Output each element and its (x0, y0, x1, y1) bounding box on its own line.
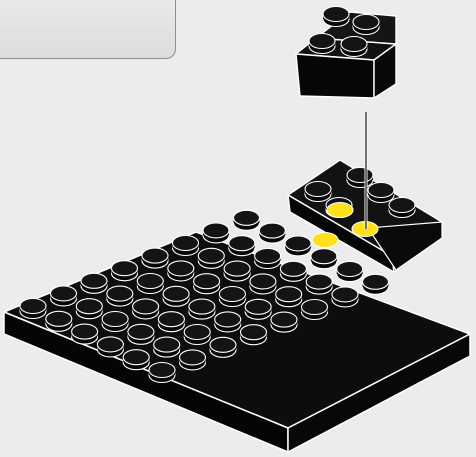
plate-stud (157, 311, 185, 333)
plate-stud (96, 336, 124, 358)
plate-stud (49, 285, 78, 307)
plate-stud (71, 323, 99, 345)
plate-stud (209, 336, 237, 358)
plate-stud (183, 323, 211, 346)
plate-stud (136, 272, 164, 295)
plate-stud (223, 260, 251, 282)
plate-stud (122, 349, 150, 371)
parts-callout: 1x (0, 0, 176, 59)
corner-brick (295, 5, 397, 99)
plate-stud (336, 260, 364, 283)
plate-stud (167, 260, 195, 282)
plate-stud (228, 235, 256, 257)
plate-stud (45, 310, 73, 332)
plate-stud (188, 298, 216, 320)
plate-stud (19, 297, 47, 320)
plate-stud (75, 298, 103, 320)
plate-stud (171, 234, 200, 257)
plate-stud (279, 260, 307, 282)
placement-marks (311, 201, 379, 249)
plate-stud (275, 286, 303, 308)
plate-stud (214, 311, 242, 333)
plate-stud (244, 298, 272, 320)
plate-stud (202, 222, 230, 244)
plate-stud (331, 286, 359, 308)
plate-stud (193, 273, 221, 295)
plate-stud (284, 235, 312, 257)
plate-stud (232, 209, 261, 231)
plate-stud (141, 247, 169, 269)
plate-stud (101, 310, 129, 333)
plate-stud (127, 323, 155, 345)
plate-stud (110, 260, 139, 282)
plate-stud (218, 285, 246, 308)
plate-stud (249, 273, 277, 295)
plate-stud (239, 324, 268, 346)
plate-stud (106, 285, 134, 307)
base-plate (3, 209, 471, 453)
plate-stud (258, 222, 286, 244)
plate-stud (361, 273, 390, 295)
plate-stud (254, 247, 282, 270)
plate-stud (148, 361, 176, 384)
plate-stud (305, 273, 333, 295)
plate-stud (153, 336, 181, 358)
plate-stud (300, 298, 329, 321)
plate-stud (132, 298, 160, 320)
plate-stud (197, 247, 225, 269)
plate-stud (310, 248, 338, 270)
plate-stud (270, 311, 298, 333)
plate-stud (80, 272, 108, 294)
plate-stud (162, 285, 190, 307)
plate-stud (178, 349, 207, 371)
